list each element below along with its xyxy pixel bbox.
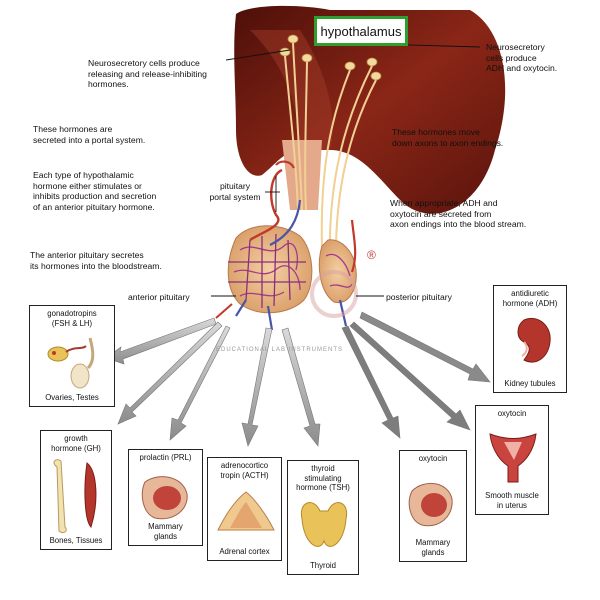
axons <box>284 42 377 271</box>
target-hormone-label: growth hormone (GH) <box>51 434 101 453</box>
mammary-gland-illustration <box>408 483 453 527</box>
label-anterior-secretes-note: The anterior pituitary secretes its horm… <box>30 250 162 271</box>
kidney-illustration <box>517 318 551 363</box>
label-pituitary-portal: pituitary portal system <box>209 181 261 202</box>
hypothalamus-shading <box>250 30 333 150</box>
target-organ-label: Adrenal cortex <box>219 546 270 556</box>
registered-mark: ® <box>367 248 376 262</box>
target-organ-label: Ovaries, Testes <box>45 392 99 402</box>
label-posterior-pituitary: posterior pituitary <box>386 292 452 302</box>
label-neurosecretory-right: Neurosecretory cells produce ADH and oxy… <box>486 42 558 73</box>
anterior-artery <box>215 303 233 319</box>
label-neurosecretory-left: Neurosecretory cells produce releasing a… <box>88 58 207 89</box>
target-hormone-label: antidiuretic hormone (ADH) <box>502 289 558 308</box>
target-hormone-label: oxytocin <box>497 409 527 418</box>
target-oxytocin-mammary: oxytocin Mammary glands <box>399 450 467 562</box>
target-tsh: thyroid stimulating hormone (TSH) Thyroi… <box>287 460 359 575</box>
pituitary-stalk <box>282 140 322 210</box>
adrenal-cortex-illustration <box>217 491 275 531</box>
target-organ-label: Mammary glands <box>148 522 183 541</box>
target-hormone-label: prolactin (PRL) <box>139 453 192 462</box>
portal-vessel-red <box>249 168 283 242</box>
watermark-text: EDUCATIONAL LAB INSTRUMENTS <box>216 347 344 353</box>
anterior-pituitary-lobe <box>227 225 313 314</box>
target-hormone-label: gonadotropins (FSH & LH) <box>47 309 97 328</box>
target-organ-label: Mammary glands <box>415 538 451 557</box>
target-gonadotropins: gonadotropins (FSH & LH) Ovaries, Testes <box>29 305 115 407</box>
label-axon-note: These hormones move down axons to axon e… <box>392 127 504 148</box>
hormone-arrows <box>105 311 491 447</box>
label-adh-release-note: When appropriate, ADH and oxytocin are s… <box>390 198 527 229</box>
target-adh: antidiuretic hormone (ADH) Kidney tubule… <box>493 285 567 393</box>
ovary-testis-illustration <box>47 337 95 389</box>
watermark-ring <box>310 270 358 318</box>
anterior-vein <box>235 299 274 331</box>
capillary-network <box>228 233 353 308</box>
target-organ-label: Kidney tubules <box>504 378 556 388</box>
uterus-illustration <box>489 433 537 483</box>
mammary-gland-illustration <box>141 476 188 520</box>
target-acth: adrenocortico tropin (ACTH) Adrenal cort… <box>207 457 282 561</box>
target-organ-label: Bones, Tissues <box>49 535 103 545</box>
label-each-type-note: Each type of hypothalamic hormone either… <box>33 170 157 212</box>
target-hormone-label: oxytocin <box>418 454 448 463</box>
thyroid-illustration <box>300 502 348 547</box>
target-hormone-label: adrenocortico tropin (ACTH) <box>220 461 269 480</box>
bone-muscle-illustration <box>53 459 97 534</box>
neurosecretory-cells <box>279 34 382 81</box>
label-portal-system-note: These hormones are secreted into a porta… <box>33 124 146 145</box>
portal-vessel-blue <box>269 199 302 246</box>
posterior-artery <box>350 219 357 273</box>
portal-vessel-red-2 <box>275 160 295 169</box>
target-organ-label: Smooth muscle in uterus <box>485 491 539 510</box>
target-growth-hormone: growth hormone (GH) Bones, Tissues <box>40 430 112 550</box>
target-oxytocin-uterus: oxytocin Smooth muscle in uterus <box>475 405 549 515</box>
target-prolactin: prolactin (PRL) Mammary glands <box>128 449 203 546</box>
hypothalamus-title: hypothalamus <box>314 16 408 46</box>
target-organ-label: Thyroid <box>310 560 336 570</box>
target-hormone-label: thyroid stimulating hormone (TSH) <box>296 464 350 492</box>
label-anterior-pituitary: anterior pituitary <box>128 292 190 302</box>
